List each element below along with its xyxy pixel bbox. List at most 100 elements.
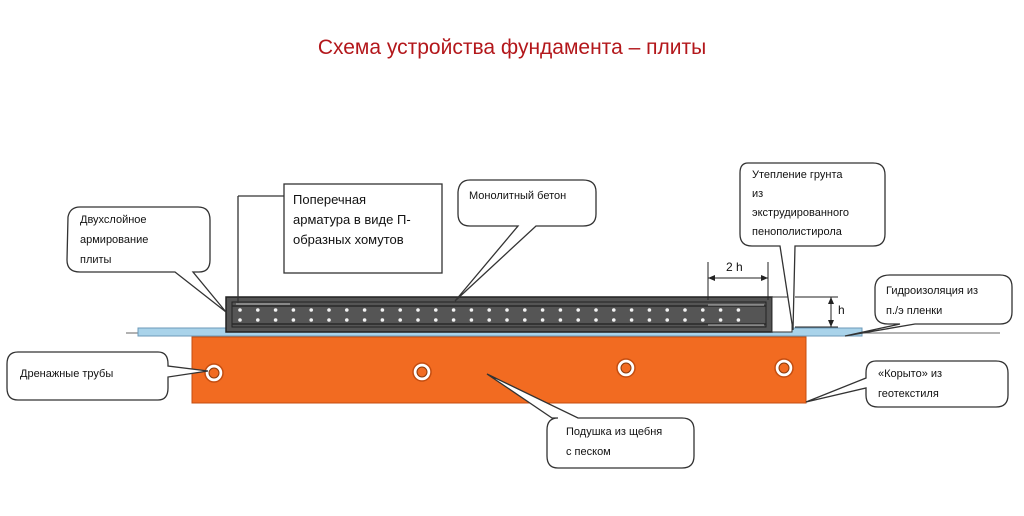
rebar-dot [291,318,296,322]
rebar-dot [398,308,403,312]
rebar-dot [701,318,705,322]
rebar-dot [291,308,296,312]
diagram-title: Схема устройства фундамента – плиты [317,36,707,59]
drainage-pipe [412,362,432,382]
rebar-dot [665,318,669,322]
label-line: п./э пленки [886,305,943,317]
drainage-pipe [774,358,794,378]
rebar-dot [736,318,741,322]
rebar-dot [540,318,545,322]
dimension-h [795,296,838,328]
rebar-dot [612,308,616,312]
rebar-dot [255,308,260,312]
rebar-dot [487,308,492,312]
drainage-pipes [204,358,794,383]
drainage-pipe [616,358,636,378]
rebar-dot [718,318,723,322]
rebar-dot [683,308,687,312]
rebar-dot [594,318,598,322]
rebar-dot [523,318,527,322]
rebar-dot [683,318,687,322]
rebar-dot [362,318,367,322]
label-line: Утепление грунта [752,169,843,181]
label-line: образных хомутов [293,232,404,247]
label-line: плиты [80,254,112,266]
box-transverse-rebar [283,183,443,274]
rebar-dot [594,308,598,312]
rebar-dot [540,308,545,312]
rebar-dot [255,318,260,322]
rebar-dot [238,308,242,312]
rebar-dot [434,308,438,312]
rebar-dot [469,308,474,312]
label-line: Подушка из щебня [566,426,663,438]
rebar-dot [576,308,580,312]
rebar-dot [434,318,438,322]
rebar-dot [665,308,669,312]
rebar-dot [309,308,314,312]
rebar-dot [629,318,634,322]
rebar-dot [416,318,420,322]
label-line: экструдированного [752,207,850,219]
rebar-dot [238,318,242,322]
label-line: с песком [566,446,611,458]
rebar-dot [701,308,705,312]
concrete-slab [225,296,773,333]
rebar-dot [629,308,634,312]
callout-waterproof [844,274,1013,337]
rebar-dot [380,318,385,322]
rebar-dot [558,318,563,322]
rebar-dot [647,308,652,312]
rebar-dot [505,308,509,312]
label-cushion: Подушка из щебня с песком [566,422,662,462]
rebar-dot [273,318,278,322]
rebar-dot [362,308,367,312]
callout-cushion [486,373,695,469]
rebar-dots [238,308,741,322]
rebar-dot [576,318,580,322]
label-concrete: Монолитный бетон [469,190,567,202]
label-line: Гидроизоляция из [886,285,979,297]
callout-drain [6,351,209,401]
dimension-h-label: h [838,303,845,317]
drainage-pipe [204,363,224,383]
rebar-dot [345,308,349,312]
label-line: Двухслойное [80,214,147,226]
label-line: геотекстиля [878,388,939,400]
rebar-dot [273,308,278,312]
label-trough: «Корыто» из геотекстиля [878,364,942,404]
label-double-layer: Двухслойное армирование плиты [80,210,148,270]
label-line: пенополистирола [752,226,842,238]
callout-double-layer [66,206,227,313]
label-waterproof: Гидроизоляция из п./э пленки [886,281,978,321]
callout-concrete [454,179,597,302]
rebar-dot [469,318,474,322]
rebar-dot [558,308,563,312]
rebar-dot [327,308,331,312]
rebar-dot [345,318,349,322]
rebar-dot [398,318,403,322]
callout-insulation [739,162,886,331]
label-line: Поперечная [293,192,367,207]
rebar-dot [612,318,616,322]
rebar-dot [523,308,527,312]
rebar-dot [327,318,331,322]
rebar-dot [718,308,723,312]
rebar-dot [380,308,385,312]
dimension-2h [707,262,769,300]
rebar-dot [505,318,509,322]
dimension-2h-label: 2 h [726,260,743,274]
rebar-dot [736,308,741,312]
label-line: из [752,188,764,200]
rebar-dot [309,318,314,322]
label-drain: Дренажные трубы [20,368,114,380]
label-transverse-rebar: Поперечная арматура в виде П- образных х… [293,190,411,250]
callout-trough [805,360,1009,408]
label-line: армирование [80,234,149,246]
label-line: «Корыто» из [878,368,943,380]
rebar-dot [416,308,420,312]
rebar-dot [451,308,456,312]
gravel-sand-cushion [191,336,807,404]
